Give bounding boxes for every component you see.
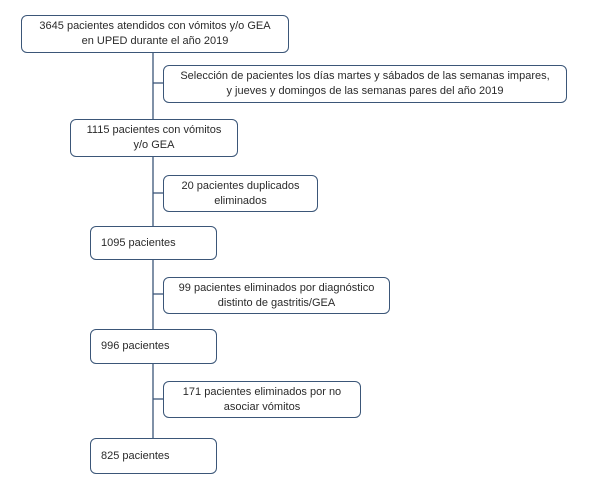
- exclusion-step-3: 99 pacientes eliminados por diagnóstico …: [163, 277, 390, 314]
- flow-step-5: 825 pacientes: [90, 438, 217, 474]
- exclusion-step-4: 171 pacientes eliminados por no asociar …: [163, 381, 361, 418]
- flow-step-2: 1115 pacientes con vómitos y/o GEA: [70, 119, 238, 157]
- exclusion-step-1: Selección de pacientes los días martes y…: [163, 65, 567, 103]
- flow-step-1: 3645 pacientes atendidos con vómitos y/o…: [21, 15, 289, 53]
- exclusion-step-2: 20 pacientes duplicados eliminados: [163, 175, 318, 212]
- flow-step-3: 1095 pacientes: [90, 226, 217, 260]
- flow-step-4: 996 pacientes: [90, 329, 217, 364]
